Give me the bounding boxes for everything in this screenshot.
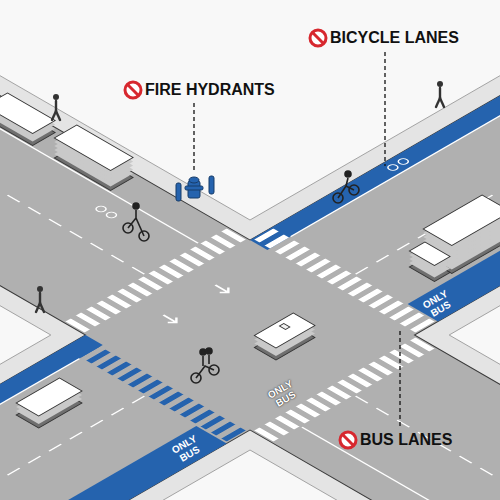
crosswalk — [64, 337, 248, 443]
city-block — [0, 450, 500, 500]
sidewalk — [0, 0, 500, 240]
box-truck — [409, 195, 500, 282]
car — [16, 378, 82, 428]
taxi — [254, 313, 315, 360]
prohibition-icon — [125, 82, 141, 98]
turn-arrow — [159, 313, 181, 326]
callout-label: FIRE HYDRANTS — [145, 80, 275, 100]
leader-lines — [194, 52, 400, 426]
motorcycle — [191, 348, 219, 383]
pedestrian — [36, 81, 444, 312]
cyclist — [333, 171, 359, 203]
sidewalk — [0, 0, 85, 500]
bike-symbol — [0, 94, 410, 428]
sidewalk — [0, 430, 500, 500]
prohibition-icon — [340, 432, 356, 448]
callout-label: BICYCLE LANES — [330, 28, 459, 48]
crosswalk — [64, 228, 248, 334]
cyclist — [123, 203, 149, 241]
bus-lane — [0, 426, 227, 500]
callout-label: BUS LANES — [360, 430, 452, 450]
parked-car — [0, 93, 55, 146]
city-block — [0, 0, 500, 220]
parked-van — [54, 125, 133, 191]
crosswalk — [253, 228, 437, 334]
turn-arrow — [211, 283, 233, 296]
bike-lane — [250, 0, 500, 250]
prohibition-icon — [310, 30, 326, 46]
fire-hydrant — [176, 176, 214, 201]
